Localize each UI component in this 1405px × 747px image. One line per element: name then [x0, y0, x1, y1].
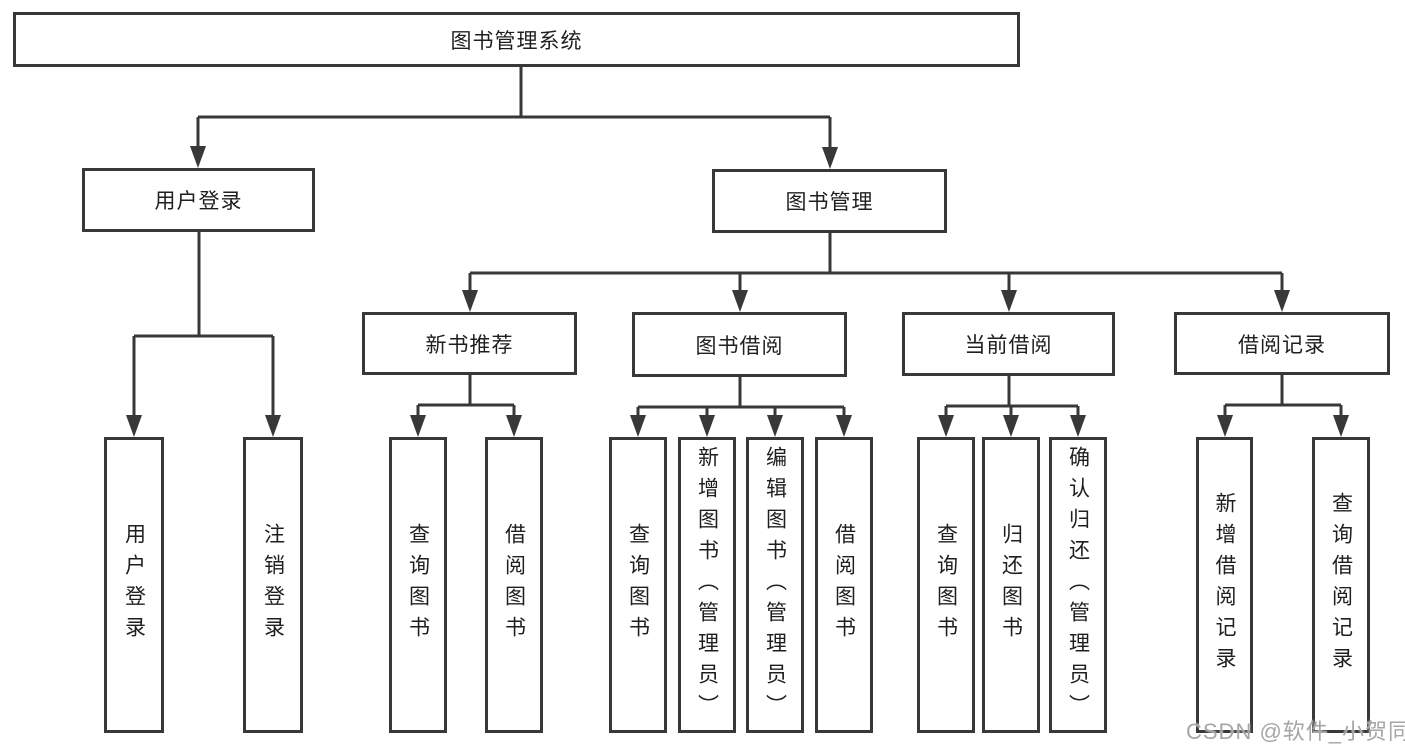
arrowhead — [630, 415, 646, 437]
arrowhead — [1217, 415, 1233, 437]
connector-userlogin-to-leaves — [132, 232, 275, 416]
node-label: 图书借阅 — [695, 334, 784, 358]
node-label: 图书管理 — [785, 191, 874, 214]
node-query-books-borrow: 查询图书 — [609, 437, 667, 733]
node-label: 查询图书 — [934, 523, 958, 647]
connector-bookborrow-to-leaves — [636, 377, 846, 416]
node-label: 借阅图书 — [832, 523, 856, 647]
connector-records-to-leaves — [1223, 375, 1343, 416]
node-add-borrow-record: 新增借阅记录 — [1196, 437, 1253, 733]
arrowhead — [1333, 415, 1349, 437]
node-book-management: 图书管理 — [712, 169, 947, 233]
node-book-borrow: 图书借阅 — [632, 312, 847, 377]
connector-root-to-level2 — [196, 67, 832, 148]
arrowhead — [767, 415, 783, 437]
node-label: 查询借阅记录 — [1329, 492, 1353, 678]
node-query-borrow-record: 查询借阅记录 — [1312, 437, 1370, 733]
arrowhead — [462, 290, 478, 312]
arrowhead — [699, 415, 715, 437]
node-label: 用户登录 — [154, 190, 243, 213]
arrowhead — [1003, 415, 1019, 437]
node-label: 编辑图书（管理员） — [763, 445, 787, 725]
node-user-login-leaf: 用户登录 — [104, 437, 164, 733]
node-label: 查询图书 — [406, 523, 430, 647]
node-label: 当前借阅 — [964, 334, 1053, 357]
node-label: 用户登录 — [122, 523, 146, 647]
arrowhead — [1070, 415, 1086, 437]
node-label: 新增借阅记录 — [1213, 492, 1236, 678]
node-label: 借阅记录 — [1238, 333, 1326, 357]
node-edit-book-admin: 编辑图书（管理员） — [746, 437, 804, 733]
arrowhead — [1001, 290, 1017, 312]
connector-currentborrow-to-leaves — [944, 376, 1080, 416]
node-library-management-system: 图书管理系统 — [13, 12, 1020, 67]
node-add-book-admin: 新增图书（管理员） — [678, 437, 736, 733]
connector-newbook-to-leaves — [416, 375, 516, 416]
node-label: 新增图书（管理员） — [695, 445, 719, 725]
node-return-books: 归还图书 — [982, 437, 1040, 733]
node-label: 新书推荐 — [425, 333, 514, 357]
node-label: 查询图书 — [626, 523, 650, 647]
arrowhead — [732, 290, 748, 312]
arrowhead — [822, 147, 838, 169]
node-confirm-return-admin: 确认归还（管理员） — [1049, 437, 1107, 733]
arrowhead — [190, 146, 206, 168]
node-user-login: 用户登录 — [82, 168, 315, 232]
node-label: 图书管理系统 — [450, 29, 583, 53]
arrowhead — [126, 415, 142, 437]
node-current-borrow: 当前借阅 — [902, 312, 1115, 376]
node-label: 确认归还（管理员） — [1066, 445, 1090, 725]
node-borrow-books-recommend: 借阅图书 — [485, 437, 543, 733]
arrowhead — [410, 415, 426, 437]
connector-bookmgmt-to-level3 — [468, 233, 1284, 291]
node-query-books-current: 查询图书 — [917, 437, 975, 733]
node-label: 注销登录 — [261, 523, 285, 647]
node-query-books-recommend: 查询图书 — [389, 437, 447, 733]
arrowhead — [836, 415, 852, 437]
node-logout: 注销登录 — [243, 437, 303, 733]
arrowhead — [938, 415, 954, 437]
csdn-watermark: CSDN @软件_小贺同学 — [1186, 719, 1405, 744]
node-label: 归还图书 — [999, 523, 1023, 647]
node-borrow-books-borrow: 借阅图书 — [815, 437, 873, 733]
arrowhead — [265, 415, 281, 437]
node-borrow-records: 借阅记录 — [1174, 312, 1390, 375]
arrowhead — [1274, 290, 1290, 312]
arrowhead — [506, 415, 522, 437]
node-new-book-recommend: 新书推荐 — [362, 312, 577, 375]
node-label: 借阅图书 — [502, 523, 526, 647]
